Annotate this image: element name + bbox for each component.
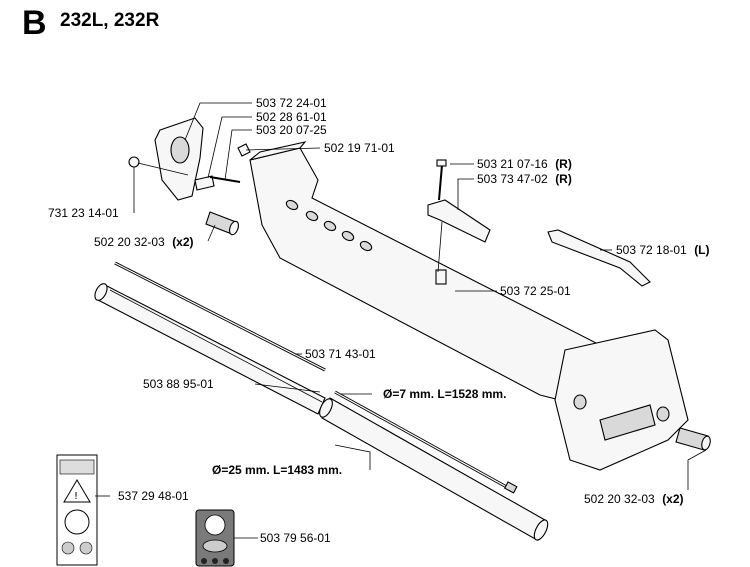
nut-icon xyxy=(128,156,140,168)
label-503-20-07-25: 503 20 07-25 xyxy=(256,123,327,137)
section-letter: B xyxy=(22,4,47,42)
tube-dimension: Ø=25 mm. L=1483 mm. xyxy=(212,463,342,477)
label-731-23-14-01: 731 23 14-01 xyxy=(48,206,119,220)
trimmer-head-decal xyxy=(195,509,235,567)
label-503-21-07-16: 503 21 07-16 (R) xyxy=(477,155,572,172)
clamp-and-screw xyxy=(427,159,491,273)
shaft-dimension: Ø=7 mm. L=1528 mm. xyxy=(383,387,506,401)
svg-text:!: ! xyxy=(74,491,78,502)
label-503-71-43-01: 503 71 43-01 xyxy=(305,347,376,361)
label-503-72-18-01: 503 72 18-01 (L) xyxy=(616,241,710,258)
label-503-72-25-01: 503 72 25-01 xyxy=(500,284,571,298)
label-502-28-61-01: 502 28 61-01 xyxy=(256,110,327,124)
label-503-72-24-01: 503 72 24-01 xyxy=(256,96,327,110)
label-537-29-48-01: 537 29 48-01 xyxy=(118,489,189,503)
label-502-20-32-03-left: 502 20 32-03 (x2) xyxy=(94,233,194,250)
drive-shaft xyxy=(114,261,518,494)
warning-decal: ! xyxy=(56,454,98,566)
label-502-20-32-03-right: 502 20 32-03 (x2) xyxy=(584,490,684,507)
shaft-housing xyxy=(249,141,689,471)
label-502-19-71-01: 502 19 71-01 xyxy=(324,141,395,155)
label-503-73-47-02: 503 73 47-02 (R) xyxy=(477,170,572,187)
tube-upper-section xyxy=(94,283,326,415)
leader-lines xyxy=(95,102,707,539)
model-title: 232L, 232R xyxy=(60,10,160,31)
left-bracket-strip xyxy=(547,229,651,287)
label-503-79-56-01: 503 79 56-01 xyxy=(260,531,331,545)
damper-sleeve-right xyxy=(675,427,711,451)
handle-bracket xyxy=(128,117,251,201)
label-503-88-95-01: 503 88 95-01 xyxy=(143,377,214,391)
tube-lower-section xyxy=(319,397,549,541)
damper-sleeve-left xyxy=(205,211,240,236)
